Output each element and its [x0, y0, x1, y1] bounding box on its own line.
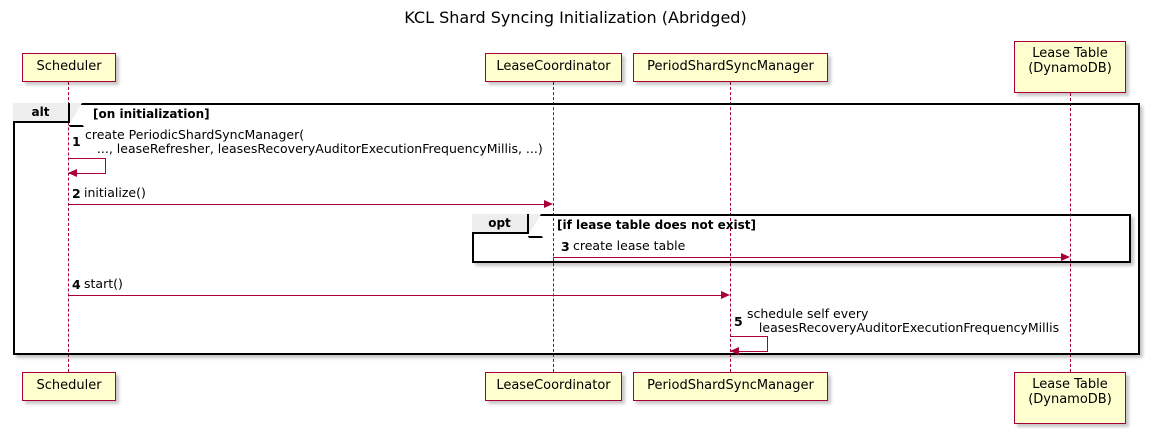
participant-leasetable-top[interactable]: Lease Table (DynamoDB)	[1014, 41, 1126, 93]
message-5-arrow-head	[730, 347, 739, 355]
message-5-self-loop	[730, 336, 768, 352]
message-5-number: 5	[734, 314, 743, 329]
message-3-label: create lease table	[573, 238, 686, 253]
participant-leasecoordinator-top[interactable]: LeaseCoordinator	[485, 53, 622, 82]
frame-alt-tab-corner	[70, 103, 82, 123]
message-2-arrow-head	[544, 200, 553, 208]
message-3-arrow-head	[1061, 253, 1070, 261]
participant-leasetable-bottom[interactable]: Lease Table (DynamoDB)	[1014, 372, 1126, 424]
message-2-label: initialize()	[84, 185, 146, 200]
participant-periodshardsyncmanager-top[interactable]: PeriodShardSyncManager	[633, 53, 828, 82]
message-4-line	[68, 295, 721, 296]
frame-alt-tab: alt	[13, 103, 70, 123]
message-3-line	[553, 257, 1061, 258]
lifeline-leasecoordinator	[553, 82, 554, 372]
message-1-label: create PeriodicShardSyncManager( ..., le…	[85, 127, 543, 156]
message-4-label: start()	[84, 276, 123, 291]
frame-opt-tab: opt	[472, 214, 529, 234]
message-1-number: 1	[72, 134, 81, 149]
participant-leasecoordinator-bottom[interactable]: LeaseCoordinator	[485, 372, 622, 401]
frame-opt-condition: [if lease table does not exist]	[557, 218, 757, 232]
frame-alt	[13, 103, 1140, 355]
frame-opt	[472, 214, 1131, 263]
participant-periodshardsyncmanager-bottom[interactable]: PeriodShardSyncManager	[633, 372, 828, 401]
participant-scheduler-bottom[interactable]: Scheduler	[22, 372, 116, 401]
message-5-label: schedule self every leasesRecoveryAudito…	[747, 306, 1060, 335]
message-2-line	[68, 204, 544, 205]
lifeline-scheduler	[68, 82, 69, 372]
lifeline-leasetable	[1070, 93, 1071, 372]
page-title: KCL Shard Syncing Initialization (Abridg…	[404, 8, 747, 27]
message-1-arrow-head	[68, 169, 77, 177]
participant-scheduler-top[interactable]: Scheduler	[22, 53, 116, 82]
message-4-number: 4	[72, 277, 81, 292]
message-4-arrow-head	[721, 291, 730, 299]
frame-alt-condition: [on initialization]	[93, 107, 210, 121]
message-2-number: 2	[72, 186, 81, 201]
message-3-number: 3	[561, 239, 570, 254]
message-1-self-loop	[68, 158, 106, 174]
frame-opt-tab-corner	[529, 214, 541, 234]
lifeline-periodshardsyncmanager	[730, 82, 731, 372]
